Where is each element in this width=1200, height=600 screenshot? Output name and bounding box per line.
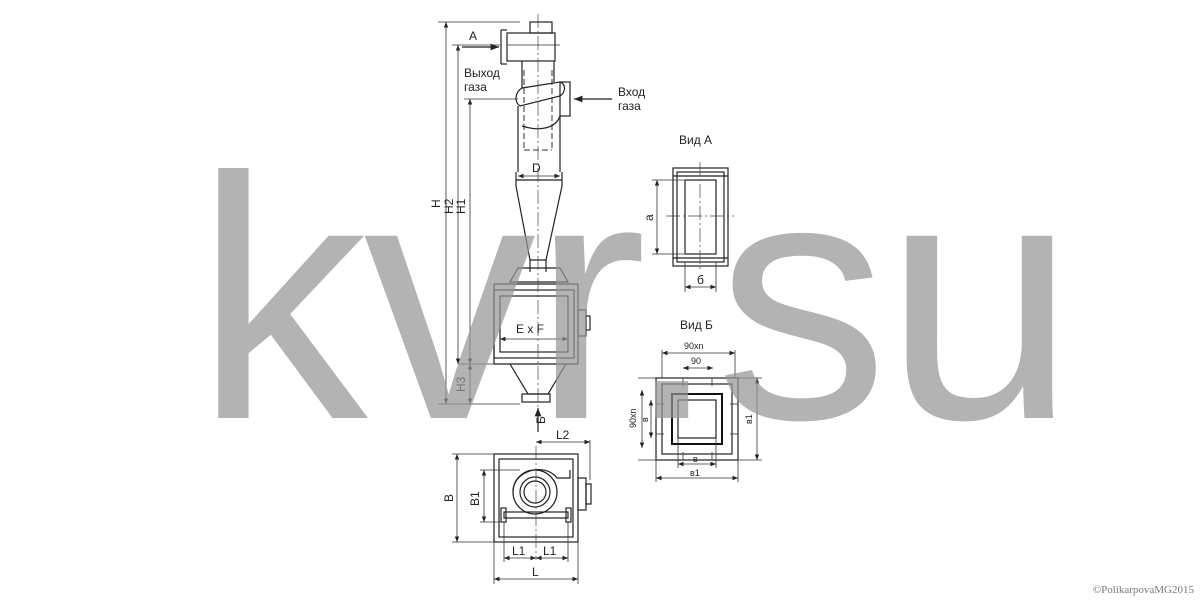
label-a: а — [642, 214, 656, 221]
view-a-title: Вид А — [679, 133, 712, 147]
label-L: L — [532, 565, 539, 579]
label-v1-bottom: в1 — [690, 468, 700, 478]
inlet-nozzle — [559, 81, 571, 117]
label-ExF: E x F — [516, 322, 544, 336]
view-b-bolt-holes — [656, 378, 738, 460]
label-v1-side: в1 — [744, 414, 754, 424]
label-v-bottom: в — [693, 454, 698, 464]
label-H1: H1 — [454, 198, 468, 214]
plan-view: L2 B B1 L1 L1 L — [442, 428, 592, 584]
label-D: D — [532, 161, 541, 175]
label-gas-inlet-1: Вход — [618, 85, 645, 99]
label-L1-right: L1 — [543, 544, 557, 558]
label-B1: B1 — [468, 491, 482, 506]
label-b-small: б — [697, 273, 704, 287]
label-H2: H2 — [442, 198, 456, 214]
label-L2: L2 — [556, 428, 570, 442]
label-view-b-marker: Б — [534, 416, 548, 424]
label-v-side: в — [640, 417, 650, 422]
label-90xn-side: 90xn — [628, 408, 638, 428]
view-b-title: Вид Б — [680, 318, 713, 332]
label-gas-outlet-2: газа — [464, 80, 487, 94]
outlet-flange — [506, 32, 556, 62]
label-L1-left: L1 — [512, 544, 526, 558]
label-view-a-marker: А — [469, 29, 477, 43]
label-90xn-top: 90xn — [684, 341, 704, 351]
label-H3: H3 — [454, 376, 468, 392]
label-gas-inlet-2: газа — [618, 99, 641, 113]
view-b: Вид Б 90xn 90 90xn в в1 — [628, 318, 762, 482]
label-B: B — [442, 494, 456, 502]
label-H: H — [429, 199, 443, 208]
label-gas-outlet-1: Выход — [464, 66, 500, 80]
view-a: Вид А а б — [642, 133, 734, 292]
copyright-text: ©PolikarpovaMG2015 — [1092, 584, 1194, 596]
label-90: 90 — [691, 356, 701, 366]
cyclone-elevation-view: А Выход газа Вход газа D H H2 H1 H3 E x … — [429, 14, 645, 432]
